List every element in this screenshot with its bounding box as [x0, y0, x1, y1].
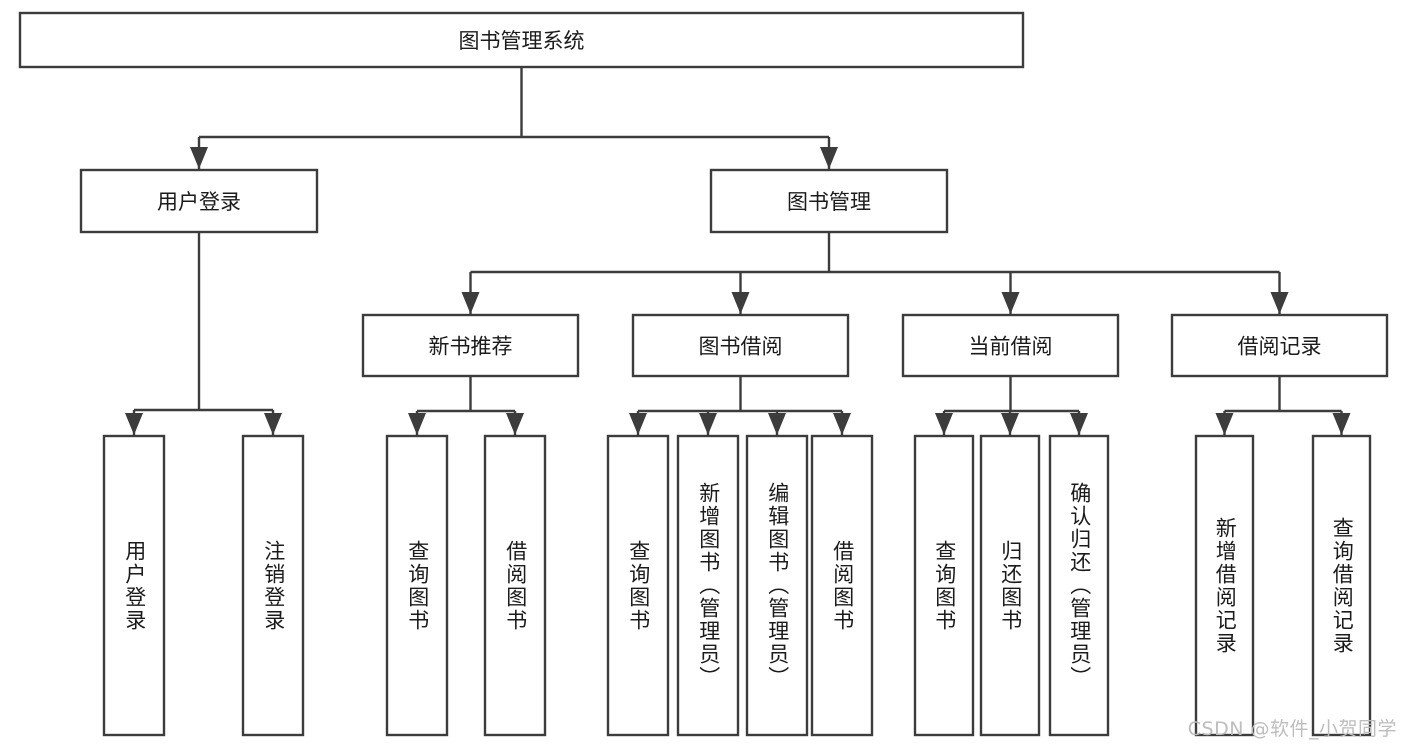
watermark-text: CSDN @软件_小贺同学: [1187, 718, 1397, 740]
arrow-head-新书推荐-0: [408, 413, 426, 435]
arrow-head-用户登录-1: [264, 413, 282, 435]
arrow-head-借阅记录-1: [1332, 413, 1351, 435]
node-box-level3-2[interactable]: [901, 313, 1120, 378]
node-label-图书借阅: 图书借阅: [699, 335, 783, 359]
node-box-level2-0[interactable]: [79, 168, 319, 234]
node-box-leaf-9[interactable]: [979, 434, 1041, 737]
arrow-head-图书借阅-0: [629, 413, 647, 435]
arrow-head-level3-2: [1001, 292, 1020, 314]
node-box-leaf-6[interactable]: [745, 434, 809, 737]
node-label-新书推荐: 新书推荐: [429, 335, 513, 359]
node-box-level3-0[interactable]: [361, 313, 580, 378]
node-box-level3-1[interactable]: [631, 313, 850, 378]
arrow-head-当前借阅-2: [1070, 413, 1088, 435]
arrow-head-level2-0: [190, 147, 208, 169]
node-box-root-0[interactable]: [18, 11, 1025, 69]
node-label-图书管理: 图书管理: [787, 190, 871, 214]
node-box-leaf-7[interactable]: [810, 434, 874, 737]
arrow-head-借阅记录-0: [1215, 413, 1234, 435]
node-box-leaf-2[interactable]: [385, 434, 449, 737]
node-box-level3-3[interactable]: [1170, 313, 1389, 378]
node-box-leaf-8[interactable]: [913, 434, 975, 737]
arrow-head-level3-0: [461, 292, 480, 314]
node-label-借阅记录: 借阅记录: [1238, 335, 1322, 359]
node-box-leaf-4[interactable]: [606, 434, 670, 737]
arrow-head-当前借阅-0: [935, 413, 953, 435]
arrow-head-图书借阅-1: [699, 413, 717, 435]
arrow-head-level2-1: [820, 147, 838, 169]
node-box-leaf-11[interactable]: [1194, 434, 1255, 737]
arrow-head-用户登录-0: [125, 413, 143, 435]
node-label-当前借阅: 当前借阅: [969, 335, 1053, 359]
connector-layer: [125, 67, 1351, 435]
arrow-head-图书借阅-2: [768, 413, 786, 435]
node-label-用户登录: 用户登录: [157, 190, 241, 214]
node-box-leaf-5[interactable]: [676, 434, 740, 737]
node-box-leaf-1[interactable]: [241, 434, 305, 737]
node-box-leaf-12[interactable]: [1311, 434, 1372, 737]
arrow-head-新书推荐-1: [506, 413, 524, 435]
arrow-head-level3-1: [731, 292, 750, 314]
arrow-head-图书借阅-3: [833, 413, 851, 435]
arrow-head-level3-3: [1270, 292, 1289, 314]
node-box-leaf-3[interactable]: [483, 434, 547, 737]
node-box-leaf-10[interactable]: [1048, 434, 1110, 737]
node-box-layer: [18, 11, 1389, 737]
node-box-leaf-0[interactable]: [102, 434, 166, 737]
node-box-level2-1[interactable]: [709, 168, 949, 234]
arrow-head-当前借阅-1: [1001, 413, 1019, 435]
node-label-图书管理系统: 图书管理系统: [459, 29, 585, 53]
